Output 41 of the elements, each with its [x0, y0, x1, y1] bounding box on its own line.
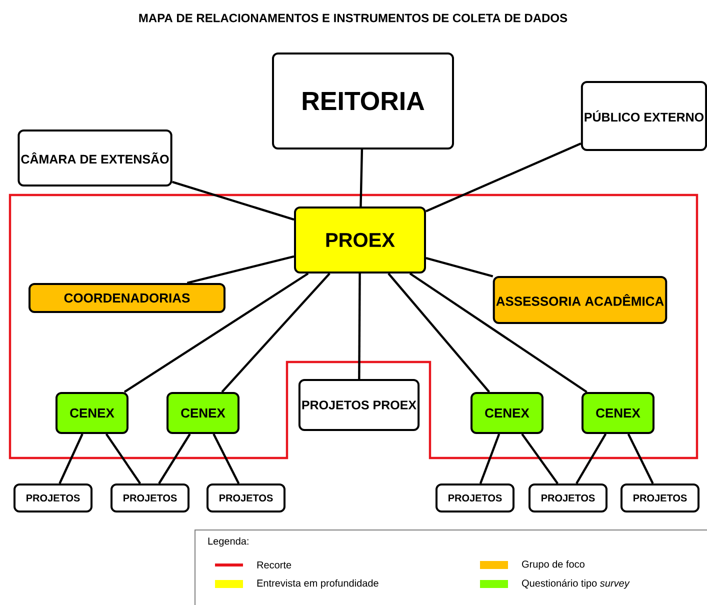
connector-line	[158, 433, 191, 484]
group-box: COORDENADORIAS	[28, 282, 226, 313]
connector-line	[358, 273, 361, 379]
connector-line	[58, 434, 84, 484]
connector-line	[426, 256, 494, 278]
project-box: PROJETOS PROEX	[298, 379, 420, 431]
unit-box: CENEX	[56, 392, 128, 434]
legend-label: Questionário tipo survey	[522, 579, 630, 589]
connector-line	[409, 272, 588, 393]
connector-line	[479, 434, 500, 484]
connector-line	[105, 433, 142, 484]
connector-line	[360, 149, 364, 207]
unit-box: CENEX	[582, 392, 654, 434]
connector-line	[221, 272, 330, 393]
connector-line	[388, 272, 490, 393]
hub-box: PROEX	[294, 206, 426, 274]
project-box: PROJETOS	[436, 483, 514, 512]
legend-label: Entrevista em profundidade	[257, 579, 378, 589]
entity-box: CÂMARA DE EXTENSÃO	[18, 130, 172, 186]
entity-box: PÚBLICO EXTERNO	[580, 81, 707, 151]
connector-line	[521, 433, 558, 484]
project-box: PROJETOS	[110, 483, 190, 512]
connector-line	[124, 272, 309, 393]
group-box: ASSESSORIA ACADÊMICA	[492, 276, 668, 324]
legend-title: Legenda:	[208, 537, 248, 547]
connector-line	[426, 142, 582, 212]
project-box: PROJETOS	[528, 483, 608, 512]
connector-line	[627, 434, 654, 484]
project-box: PROJETOS	[14, 483, 92, 512]
header-box: REITORIA	[272, 52, 454, 150]
connector-line	[186, 255, 294, 284]
project-box: PROJETOS	[620, 483, 700, 512]
legend-label: Grupo de foco	[522, 560, 584, 570]
project-box: PROJETOS	[206, 483, 286, 512]
connector-line	[576, 433, 607, 484]
title: MAPA DE RELACIONAMENTOS E INSTRUMENTOS DE COLETA DE DADOS	[139, 14, 568, 22]
unit-box: CENEX	[470, 392, 544, 434]
connector-line	[212, 433, 240, 484]
unit-box: CENEX	[166, 392, 240, 434]
legend-label: Recorte	[257, 562, 292, 568]
connector-line	[172, 180, 294, 221]
